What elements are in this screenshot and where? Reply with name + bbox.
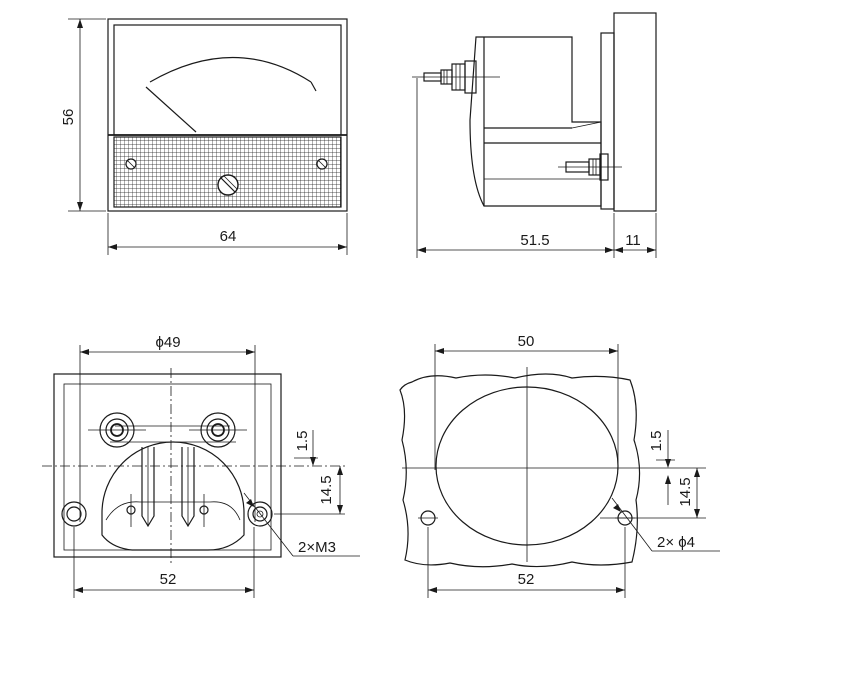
scale-end-tick [310, 81, 317, 92]
rear-terminal-left-icon [88, 412, 146, 448]
front-screw-right-icon [316, 158, 328, 170]
depth-label: 51.5 [520, 232, 549, 249]
cutout-spacing-label: 14.5 [677, 477, 694, 506]
flange-label: 11 [625, 232, 641, 249]
side-view: 51.5 11 [412, 12, 657, 258]
front-view: 56 64 [60, 18, 348, 255]
meter-body [469, 36, 602, 207]
rear-view: ϕ49 1.5 14.5 52 2×M3 [42, 334, 360, 598]
cutout-width-label: 50 [518, 333, 535, 350]
rear-outer-frame [53, 373, 282, 558]
meter-outer-frame [107, 18, 348, 212]
flange-step [600, 32, 615, 210]
front-flange [613, 12, 657, 212]
cutout-hole-right-icon [615, 510, 635, 526]
width-label: 64 [220, 228, 237, 245]
cutout-hole-spacing-label: 52 [518, 571, 535, 588]
rear-spacing-label: 14.5 [318, 475, 335, 504]
rear-mount-hole-left-icon [61, 501, 87, 527]
meter-grille [113, 136, 342, 208]
front-screw-left-icon [125, 158, 137, 170]
rear-diameter-label: ϕ49 [155, 334, 180, 351]
rear-offset-label: 1.5 [294, 431, 311, 452]
cutout-offset-label: 1.5 [648, 431, 665, 452]
upper-terminal-icon [412, 60, 500, 94]
panel-break-outline [399, 373, 641, 568]
cutout-view: 50 1.5 14.5 52 2× ϕ4 [399, 333, 720, 598]
rear-terminal-right-icon [189, 412, 247, 448]
rear-hole-spacing-label: 52 [160, 571, 177, 588]
scale-arc [149, 56, 312, 83]
rear-inner-frame [63, 383, 272, 551]
rear-body-outline [101, 441, 245, 551]
rear-screw-label: 2×M3 [298, 539, 336, 556]
height-label: 56 [60, 109, 77, 126]
meter-needle [145, 86, 197, 133]
rear-mount-hole-right-icon [247, 501, 273, 527]
cutout-hole-label: 2× ϕ4 [657, 534, 695, 551]
lower-terminal-icon [558, 153, 622, 181]
zero-adjust-screw-icon [217, 174, 239, 196]
cutout-hole-left-icon [418, 510, 438, 526]
